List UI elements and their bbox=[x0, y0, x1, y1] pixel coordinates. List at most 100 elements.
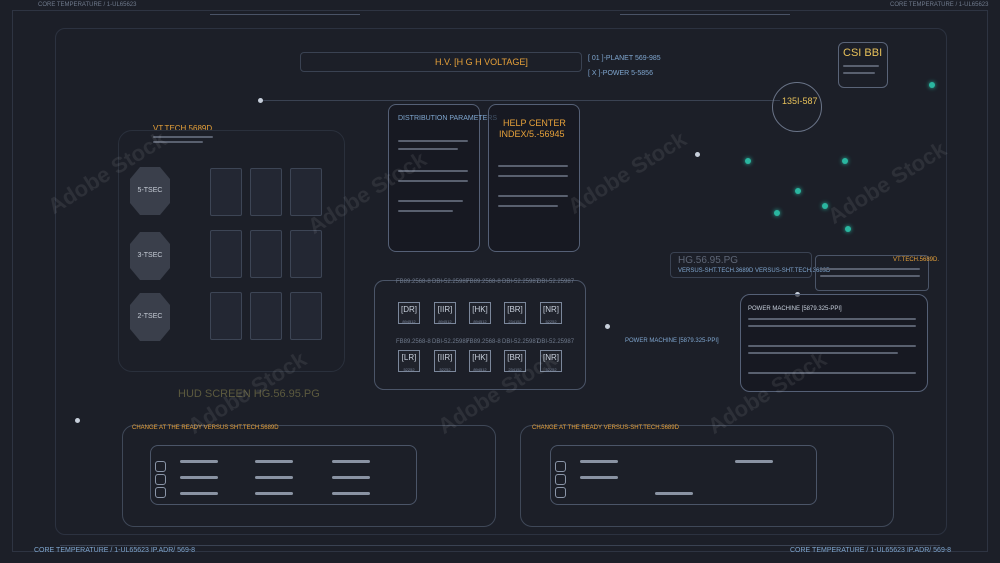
key-dr[interactable]: [DR] 894512 bbox=[398, 302, 420, 324]
toggle-button[interactable] bbox=[555, 487, 566, 498]
grid-cell[interactable] bbox=[290, 168, 322, 216]
hg-label: HG.56.95.PG bbox=[678, 255, 739, 266]
key-code: [NR] bbox=[543, 353, 559, 362]
vt-tech-bar-1 bbox=[153, 136, 213, 138]
grid-cell[interactable] bbox=[250, 292, 282, 340]
distribution-text-line bbox=[398, 200, 463, 202]
corner-label-bottom-right: CORE TEMPERATURE / 1-UL65623 IP.ADR/ 569… bbox=[790, 547, 952, 554]
key-header: DBI-52.25987 bbox=[502, 339, 540, 345]
capsule-indicator bbox=[580, 460, 618, 463]
change-right-label: CHANGE AT THE READY VERSUS-SHT.TECH.5689… bbox=[532, 425, 679, 431]
key-header: DBI-52.25987 bbox=[537, 339, 575, 345]
help-center-title: HELP CENTER bbox=[503, 118, 566, 128]
key-grid-frame bbox=[374, 280, 586, 390]
vt-tech-small-line bbox=[820, 275, 920, 277]
help-center-text-line bbox=[498, 165, 568, 167]
grid-cell[interactable] bbox=[250, 168, 282, 216]
capsule-indicator bbox=[655, 492, 693, 495]
key-header: FB89.2568-8 bbox=[466, 279, 501, 285]
distribution-text-line bbox=[398, 140, 468, 142]
bottom-right-panel bbox=[520, 425, 894, 527]
voltage-title-frame bbox=[300, 52, 582, 72]
node-ring bbox=[772, 82, 822, 132]
grid-cell[interactable] bbox=[210, 292, 242, 340]
vt-tech-small-line bbox=[820, 268, 920, 270]
capsule-indicator bbox=[255, 460, 293, 463]
key-code: [LR] bbox=[401, 353, 417, 362]
toggle-button[interactable] bbox=[555, 474, 566, 485]
key-iir[interactable]: [IIR]894512 bbox=[434, 302, 456, 324]
key-iir-2[interactable]: [IIR]52252 bbox=[434, 350, 456, 372]
corner-label-top-left: CORE TEMPERATURE / 1-UL65623 bbox=[38, 2, 137, 8]
power-machine-text-line bbox=[748, 325, 916, 327]
vt-tech-label: VT.TECH.5689D. bbox=[153, 124, 215, 133]
key-header: DBI-52.25987 bbox=[502, 279, 540, 285]
key-lr[interactable]: [LR]52252 bbox=[398, 350, 420, 372]
corner-label-bottom-left: CORE TEMPERATURE / 1-UL65623 IP.ADR/ 569… bbox=[34, 547, 196, 554]
toggle-button[interactable] bbox=[155, 474, 166, 485]
circuit-node bbox=[842, 158, 848, 164]
hex-button-2-tsec[interactable]: 2-TSEC bbox=[130, 293, 170, 341]
key-code: [IIR] bbox=[437, 353, 453, 362]
power-machine-title: POWER MACHINE [5879.325-PPI] bbox=[748, 306, 842, 312]
csi-label: CSI BBI bbox=[843, 47, 883, 59]
grid-cell[interactable] bbox=[290, 292, 322, 340]
key-header: DBI-52.25987 bbox=[537, 279, 575, 285]
vt-tech-small-label: VT.TECH.5689D. bbox=[893, 257, 940, 263]
grid-cell[interactable] bbox=[250, 230, 282, 278]
bottom-left-inner bbox=[150, 445, 417, 505]
distribution-text-line bbox=[398, 180, 468, 182]
key-br[interactable]: [BR] 234152 bbox=[504, 302, 526, 324]
key-sublabel: 894512 bbox=[473, 319, 487, 324]
key-br-2[interactable]: [BR]234152 bbox=[504, 350, 526, 372]
grid-cell[interactable] bbox=[210, 168, 242, 216]
capsule-indicator bbox=[735, 460, 773, 463]
key-sublabel: 234152 bbox=[508, 319, 522, 324]
circuit-node bbox=[745, 158, 751, 164]
key-code: [HK] bbox=[472, 353, 488, 362]
key-header: DBI-52.25987 bbox=[432, 339, 470, 345]
key-code: [IIR] bbox=[437, 305, 453, 314]
grid-cell[interactable] bbox=[290, 230, 322, 278]
hex-button-5-tsec[interactable]: 5-TSEC bbox=[130, 167, 170, 215]
csi-box bbox=[838, 42, 888, 88]
distribution-panel bbox=[388, 104, 480, 252]
top-bar-right bbox=[620, 14, 790, 15]
key-sublabel: 52252 bbox=[545, 319, 557, 324]
help-center-index: INDEX/5.-56945 bbox=[499, 129, 565, 139]
csi-text-line bbox=[843, 72, 875, 74]
bottom-left-panel bbox=[122, 425, 496, 527]
key-hk[interactable]: [HK]894512 bbox=[469, 302, 491, 324]
key-sublabel: 894512 bbox=[402, 319, 416, 324]
power-machine-panel bbox=[740, 294, 928, 392]
key-nr-2[interactable]: [NR]52252 bbox=[540, 350, 562, 372]
help-center-panel bbox=[488, 104, 580, 252]
vt-tech-small-frame bbox=[815, 255, 929, 291]
distribution-text-line bbox=[398, 170, 468, 172]
top-divider bbox=[260, 100, 780, 101]
circuit-junction bbox=[605, 324, 610, 329]
toggle-button[interactable] bbox=[155, 487, 166, 498]
key-sublabel: 894512 bbox=[473, 367, 487, 372]
hex-button-3-tsec[interactable]: 3-TSEC bbox=[130, 232, 170, 280]
power-machine-text-line bbox=[748, 318, 916, 320]
help-center-text-line bbox=[498, 175, 568, 177]
key-code: [BR] bbox=[507, 353, 523, 362]
power-machine-left-label: POWER MACHINE [5879.325-PPI] bbox=[625, 338, 719, 344]
key-nr[interactable]: [NR]52252 bbox=[540, 302, 562, 324]
csi-text-line bbox=[843, 65, 879, 67]
circuit-node bbox=[795, 188, 801, 194]
key-code: [BR] bbox=[507, 305, 523, 314]
key-hk-2[interactable]: [HK] 894512 bbox=[469, 350, 491, 372]
key-code: [DR] bbox=[401, 305, 417, 314]
capsule-indicator bbox=[180, 492, 218, 495]
toggle-button[interactable] bbox=[155, 461, 166, 472]
circuit-junction bbox=[695, 152, 700, 157]
hg-frame bbox=[670, 252, 812, 278]
key-header: FB89.2568-8 bbox=[466, 339, 501, 345]
toggle-button[interactable] bbox=[555, 461, 566, 472]
circuit-node bbox=[845, 226, 851, 232]
grid-cell[interactable] bbox=[210, 230, 242, 278]
help-center-text-line bbox=[498, 195, 568, 197]
power-label: [ X ]-POWER 5-5856 bbox=[588, 70, 653, 77]
